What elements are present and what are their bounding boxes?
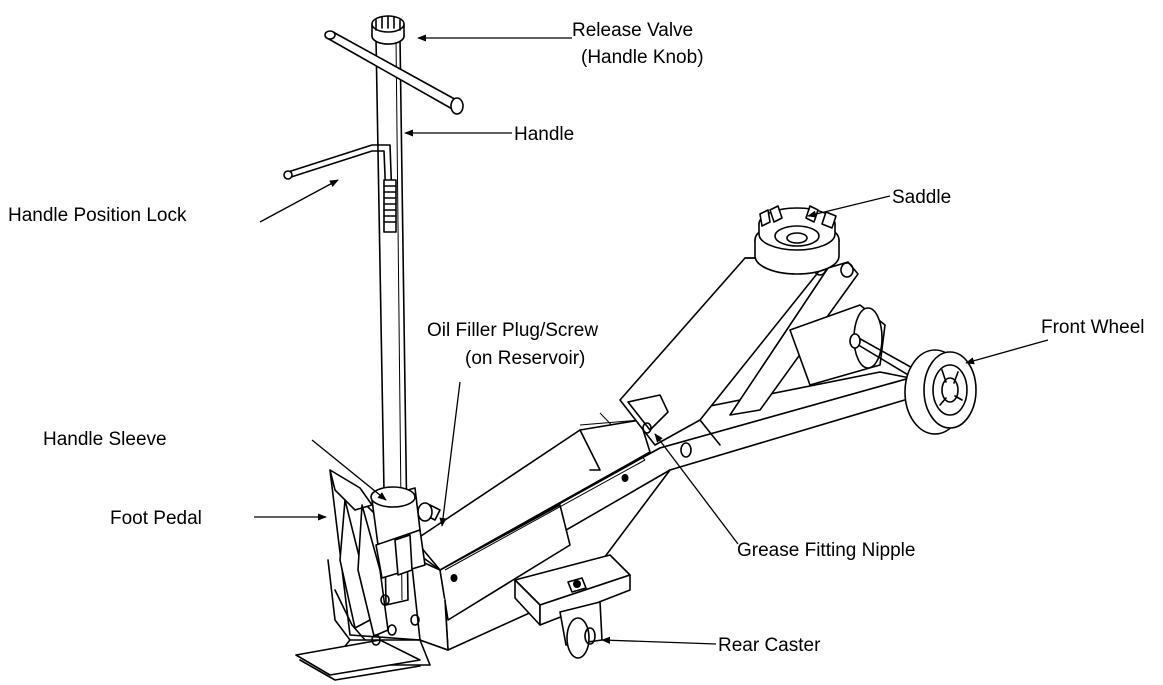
leader-front-wheel: [965, 339, 1049, 365]
leader-rear-caster: [601, 636, 717, 645]
jack-illustration: [283, 15, 977, 681]
label-oil-filler-line2: (on Reservoir): [465, 348, 585, 369]
label-front-wheel: Front Wheel: [1041, 317, 1144, 338]
label-release-valve-line1: Release Valve: [572, 20, 693, 41]
leader-lines: [254, 34, 1049, 645]
label-handle-sleeve: Handle Sleeve: [43, 429, 167, 450]
foot-pedal-part: [295, 469, 431, 681]
leader-saddle: [807, 195, 891, 218]
front-wheel-part: [849, 333, 977, 435]
leader-grease-fitting: [654, 433, 739, 545]
label-foot-pedal: Foot Pedal: [110, 508, 202, 529]
label-rear-caster: Rear Caster: [718, 635, 821, 656]
label-handle: Handle: [514, 124, 574, 145]
label-release-valve-line2: (Handle Knob): [581, 47, 704, 68]
rear-caster-part: [514, 554, 631, 659]
handle-part: [283, 15, 464, 606]
leader-handle-position-lock: [259, 179, 339, 223]
reservoir-block: [414, 419, 651, 571]
label-saddle: Saddle: [892, 187, 951, 208]
lift-arm: [619, 257, 886, 446]
label-grease-fitting: Grease Fitting Nipple: [737, 540, 915, 561]
leader-handle-sleeve: [311, 439, 387, 501]
leader-oil-filler: [439, 381, 461, 527]
label-handle-position-lock: Handle Position Lock: [8, 205, 187, 226]
saddle-part: [754, 205, 840, 275]
label-oil-filler-line1: Oil Filler Plug/Screw: [427, 320, 598, 341]
labels: Release Valve (Handle Knob) Handle Handl…: [8, 20, 1144, 656]
